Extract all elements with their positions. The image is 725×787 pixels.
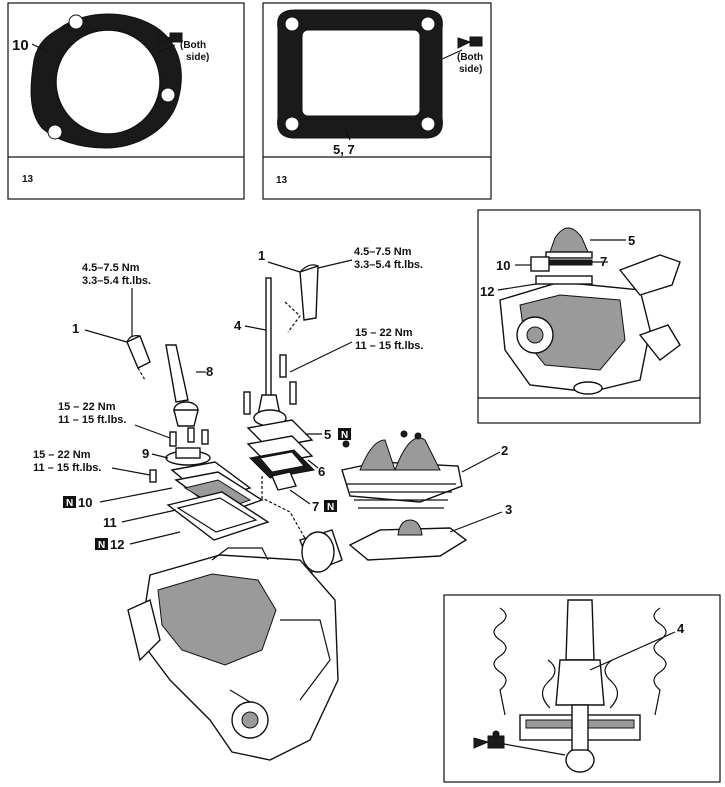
inset-label-5: 5 [628,233,635,248]
left-shift-knob [126,335,151,381]
upper-bolts-torque-ftlbs: 11 – 15 ft.lbs. [58,414,126,426]
right-knob-torque-ftlbs: 3.3–5.4 ft.lbs. [354,259,423,271]
square-gasket-sealant-note-1: (Both [457,52,483,63]
new-part-badge-icon: N [324,500,337,513]
new-part-badge-icon: N [338,428,351,441]
inset-label-7: 7 [600,254,607,269]
new-part-badge-icon: N [63,496,76,509]
transfer-case [127,529,343,761]
new-part-badge-icon: N [95,538,108,551]
left-knob-torque-nm: 4.5–7.5 Nm [82,262,140,274]
panel-round-gasket: 10 (Both side) 13 [7,2,245,200]
main-shift-lever [253,277,287,427]
inset-boot-label-4: 4 [677,621,685,636]
round-gasket [30,13,182,149]
round-gasket-sealant-note-1: (Both [180,40,206,51]
callout-gasket-10: 10 [78,495,92,510]
lower-bolts-torque-nm: 15 – 22 Nm [33,449,91,461]
svg-text:N: N [98,540,105,551]
round-gasket-label: 10 [12,37,29,54]
right-shift-knob [299,264,319,321]
callout-lever-left: 8 [206,364,213,379]
svg-text:N: N [327,502,334,513]
square-gasket [277,9,443,139]
left-bolts [169,427,209,447]
inset-housing [499,254,681,395]
left-knob-torque-ftlbs: 3.3–5.4 ft.lbs. [82,275,151,287]
round-gasket-sealant-note-2: side) [186,52,209,63]
callout-plate-6: 6 [318,464,325,479]
sealant-tube-icon [457,36,483,49]
lower-bolt [149,469,157,483]
round-gasket-footer: 13 [22,174,34,185]
callout-lever: 4 [234,318,242,333]
upper-bolts-torque-nm: 15 – 22 Nm [58,401,116,413]
callout-gasket-12: 12 [110,537,124,552]
callout-boot-lower: 3 [505,502,512,517]
square-gasket-sealant-note-2: side) [459,64,482,75]
callout-plate-5: 5 [324,427,331,442]
callout-retainer-9: 9 [142,446,149,461]
svg-text:N: N [341,430,348,441]
right-knob-torque-nm: 4.5–7.5 Nm [354,246,412,258]
panel-inset-assembly: 5 10 7 12 [477,209,701,424]
left-shift-lever [165,344,199,427]
lower-bolts-torque-ftlbs: 11 – 15 ft.lbs. [33,462,101,474]
callout-left-knob: 1 [72,321,79,336]
sealant-tube-icon [157,32,183,45]
svg-text:N: N [66,498,73,509]
inset-boot-lever [555,599,605,773]
callout-housing-11: 11 [103,515,117,530]
shift-housing-stack [166,461,270,541]
right-bolts-torque-ftlbs: 11 – 15 ft.lbs. [355,340,423,352]
right-bolts-torque-nm: 15 – 22 Nm [355,327,413,339]
right-bolts [243,354,297,415]
panel-square-gasket: (Both side) 5, 7 13 [262,2,492,200]
retainer-9 [165,447,211,466]
inset-label-10: 10 [496,258,510,273]
sealant-tube-icon [473,730,505,749]
inset-label-12: 12 [480,284,494,299]
boot-base [348,519,468,561]
square-gasket-footer: 13 [276,175,288,186]
shift-boot [341,430,463,509]
inset-boot [530,227,593,285]
plate-stack [246,419,316,491]
panel-inset-boot: 4 [443,594,721,783]
callout-boot-upper: 2 [501,443,508,458]
callout-right-knob: 1 [258,248,265,263]
callout-plate-7: 7 [312,499,319,514]
square-gasket-label: 5, 7 [333,142,355,157]
